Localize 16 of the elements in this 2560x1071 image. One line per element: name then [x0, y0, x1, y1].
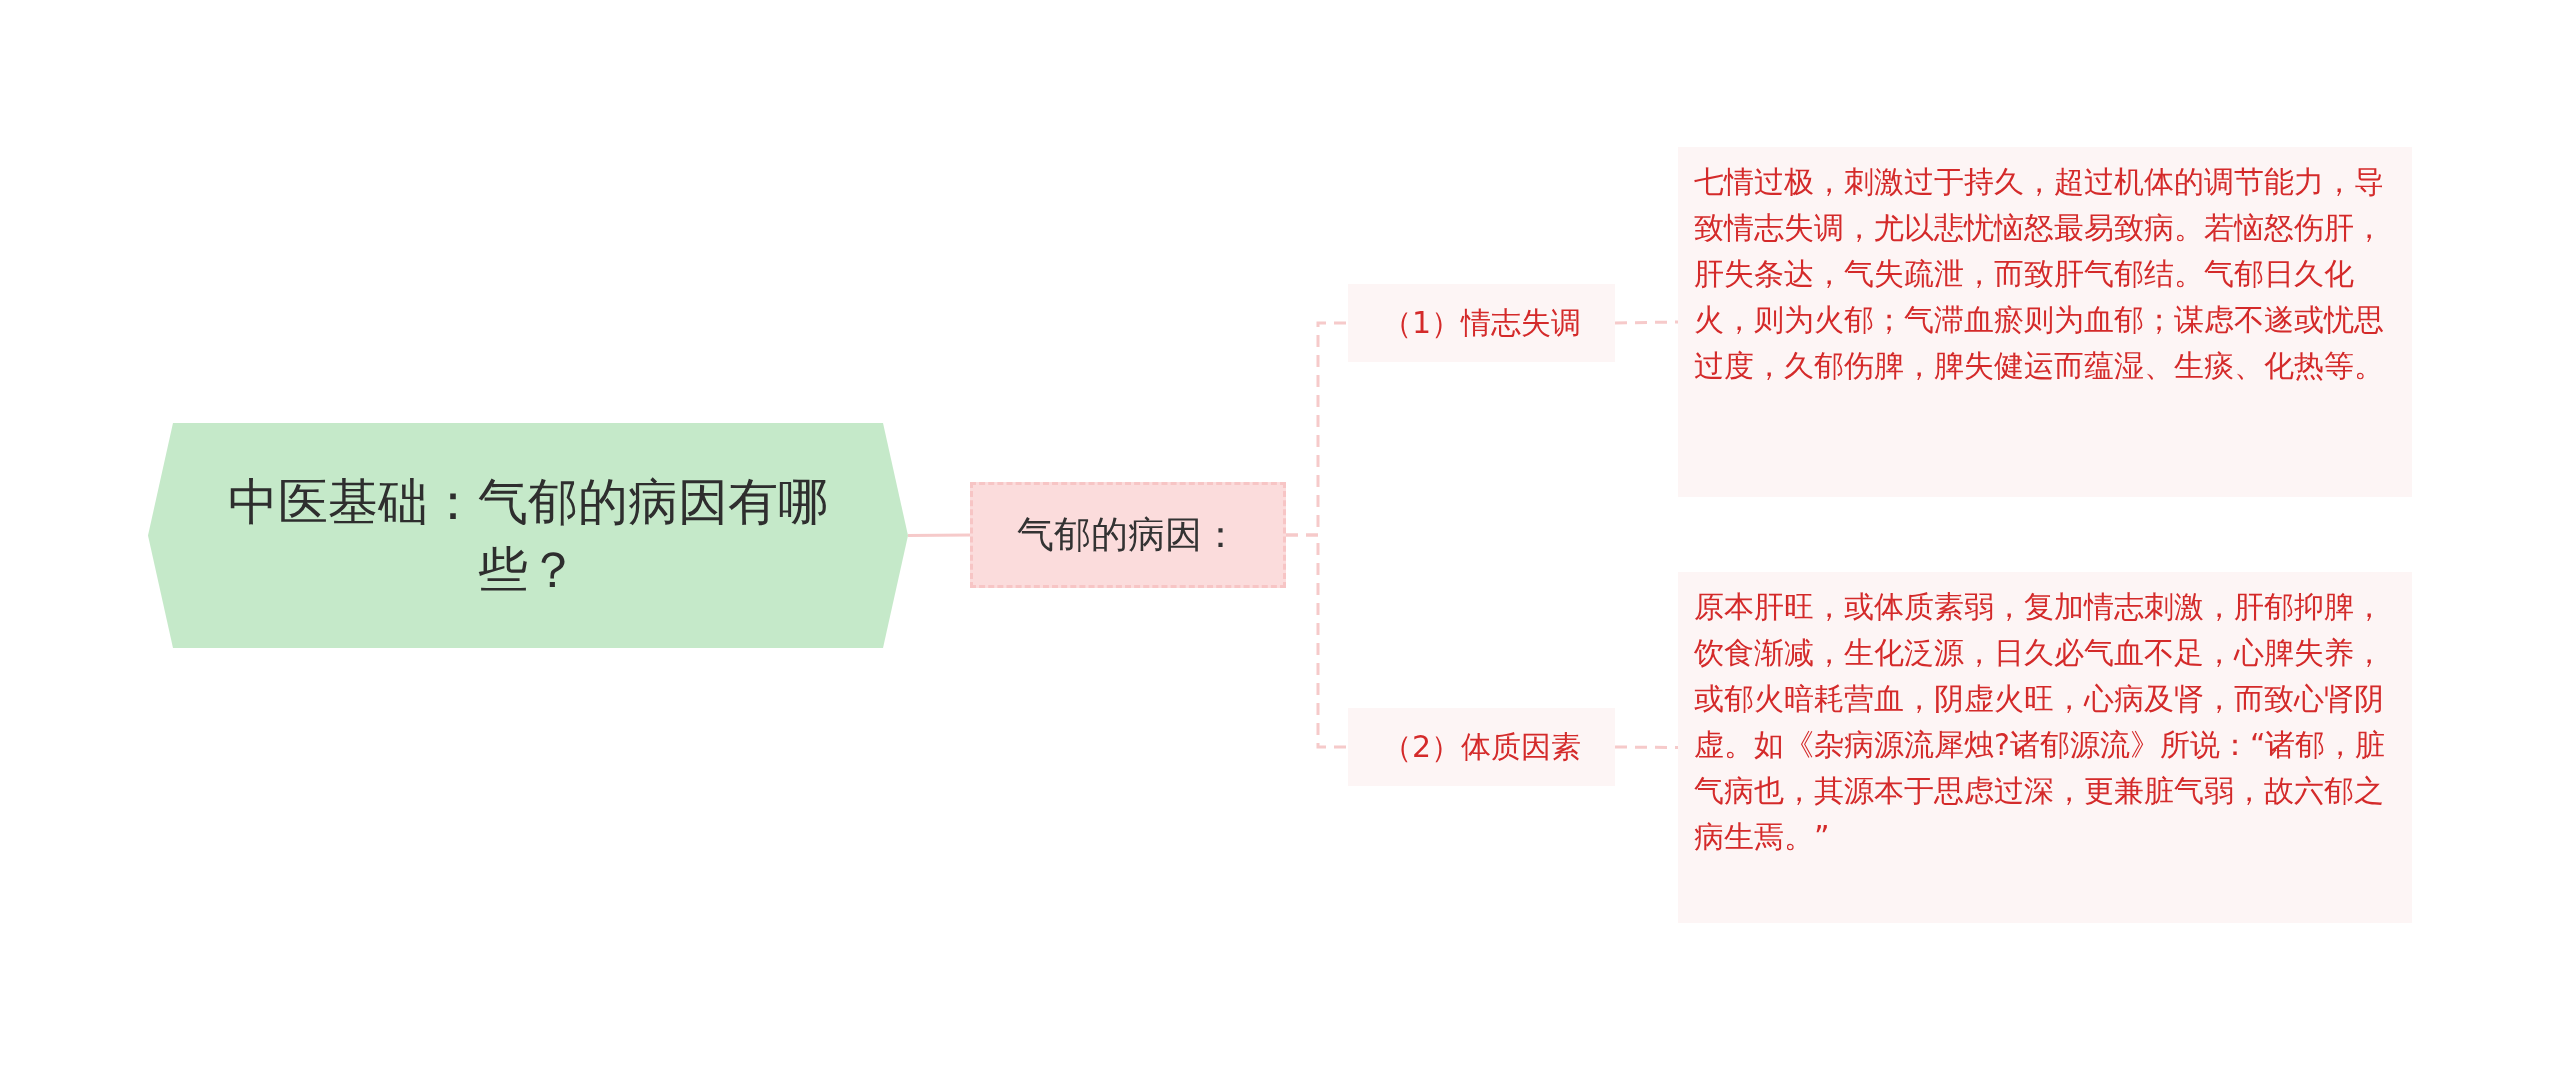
subtopic-box: [1348, 284, 1615, 362]
note-box: [1678, 147, 2412, 497]
subtopic-box: [1348, 708, 1615, 786]
branch-label: 气郁的病因：: [1017, 512, 1239, 558]
note-text: 原本肝旺，或体质素弱，复加情志刺激，肝郁抑脾，饮食渐减，生化泛源，日久必气血不足，心脾失养，或郁火暗耗营血，阴虚火旺，心病及肾，而致心肾阴虚。如《杂病源流犀烛?诸郁源流》所说：“诸郁，脏气病也，其源本于思虑过深，更兼脏气弱，故六郁之病生焉。”: [1694, 588, 2387, 856]
connector-line: [1615, 745, 1678, 749]
note-text: 七情过极，刺激过于持久，超过机体的调节能力，导致情志失调，尤以悲忧恼怒最易致病。若恼怒伤肝，肝失条达，气失疏泄，而致肝气郁结。气郁日久化火，则为火郁；气滞血瘀则为血郁；谋虑不遂或忧思过度，久郁伤脾，脾失健运而蕴湿、生痰、化热等。: [1694, 163, 2385, 385]
branch-label: （1）情志失调: [1381, 303, 1582, 342]
connector-line: [908, 533, 970, 537]
branch-box: [970, 482, 1286, 588]
branch-label: （2）体质因素: [1381, 727, 1582, 766]
topic-title: 中医基础：气郁的病因有哪些？: [227, 471, 829, 601]
connector-line: [1286, 533, 1348, 749]
topic-hexagon: [148, 423, 908, 648]
connector-line: [1614, 320, 1679, 325]
note-box: [1678, 572, 2412, 923]
